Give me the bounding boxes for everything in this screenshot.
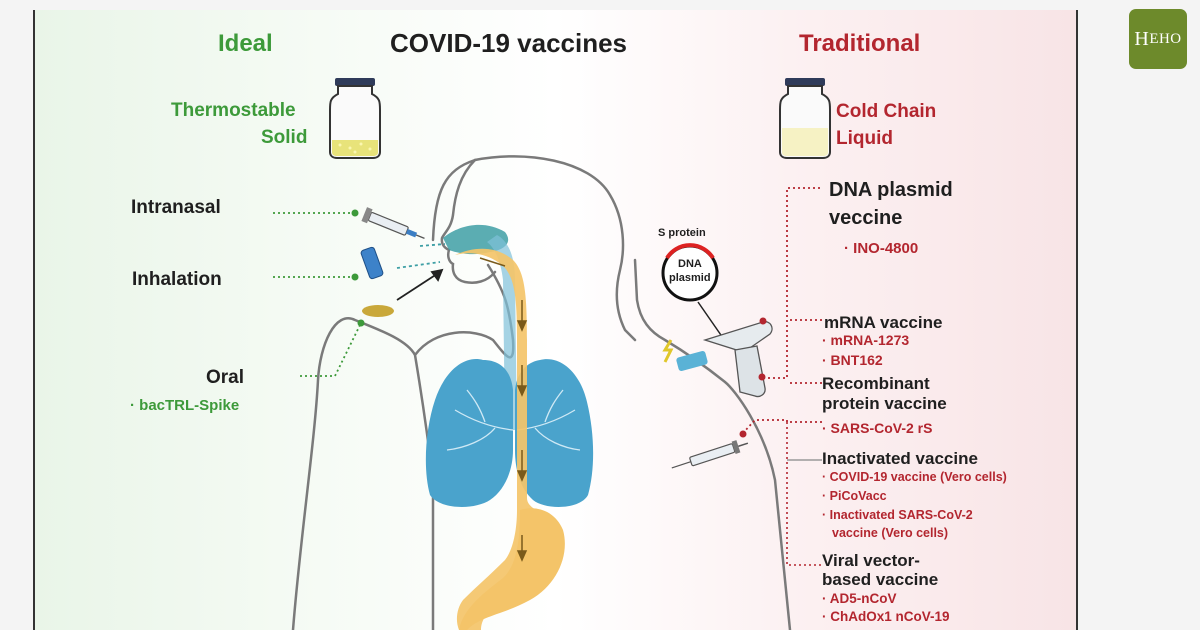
dna-vaccine-title-line1: DNA plasmid — [829, 179, 953, 201]
recombinant-title-line2: protein vaccine — [822, 394, 947, 413]
inhaler — [360, 246, 384, 280]
inactivated-item-1: · COVID-19 vaccine (Vero cells) — [822, 470, 1007, 484]
connector-dot — [351, 273, 359, 281]
diagram-frame: Ideal COVID-19 vaccines Traditional Ther… — [33, 10, 1078, 630]
plasmid-label-line2: plasmid — [669, 272, 711, 284]
thermostable-vial — [329, 78, 381, 159]
human-body-outline — [291, 155, 792, 630]
nasal-spray-syringe — [361, 207, 425, 239]
recombinant-item-1: · SARS-CoV-2 rS — [822, 420, 933, 436]
logo-rest: EHO — [1149, 30, 1182, 47]
route-inhalation: Inhalation — [132, 269, 222, 290]
inactivated-title: Inactivated vaccine — [822, 449, 978, 468]
ideal-form-line1: Thermostable — [171, 100, 296, 121]
connector-dot — [739, 430, 747, 438]
oral-pill — [362, 305, 394, 317]
syringe — [671, 440, 749, 469]
ideal-heading: Ideal — [218, 30, 273, 57]
connector-dot — [759, 317, 767, 325]
traditional-heading: Traditional — [799, 30, 921, 57]
recombinant-title-line1: Recombinant — [822, 374, 930, 393]
connector-dot — [351, 209, 359, 217]
inactivated-item-2: · PiCoVacc — [822, 489, 887, 503]
oral-vaccine-item: · bacTRL-Spike — [130, 397, 240, 414]
mrna-item-2: · BNT162 — [822, 352, 883, 368]
route-intranasal: Intranasal — [131, 197, 221, 218]
ideal-form-line2: Solid — [261, 127, 308, 148]
viral-vector-title-line2: based vaccine — [822, 570, 939, 589]
traditional-form-line2: Liquid — [836, 128, 893, 149]
viral-vector-item-1: · AD5-nCoV — [822, 591, 897, 606]
page-title: COVID-19 vaccines — [390, 28, 628, 58]
connector-dot — [758, 373, 766, 381]
mrna-item-1: · mRNA-1273 — [822, 332, 910, 348]
ideal-background — [35, 10, 555, 630]
plasmid-label-line1: DNA — [678, 258, 702, 270]
dna-plasmid — [661, 243, 719, 302]
logo-initial: H — [1134, 27, 1150, 50]
right-lung — [515, 359, 594, 507]
jet-injector — [662, 321, 773, 398]
cold-chain-vial — [779, 78, 831, 159]
connector-dot — [357, 319, 365, 327]
mrna-vaccine-title: mRNA vaccine — [824, 313, 943, 332]
traditional-form-line1: Cold Chain — [836, 101, 937, 122]
s-protein-label: S protein — [658, 227, 706, 239]
inactivated-item-3-cont: vaccine (Vero cells) — [832, 526, 949, 540]
viral-vector-title-line1: Viral vector- — [822, 551, 920, 570]
stomach — [459, 508, 565, 630]
dna-vaccine-item: · INO-4800 — [844, 240, 919, 257]
viral-vector-item-2: · ChAdOx1 nCoV-19 — [822, 609, 950, 624]
inactivated-item-3: · Inactivated SARS-CoV-2 — [822, 508, 973, 522]
left-lung — [425, 359, 513, 507]
diagram-artwork — [273, 78, 831, 630]
dna-vaccine-title-line2: veccine — [829, 207, 903, 229]
route-oral: Oral — [206, 367, 245, 388]
